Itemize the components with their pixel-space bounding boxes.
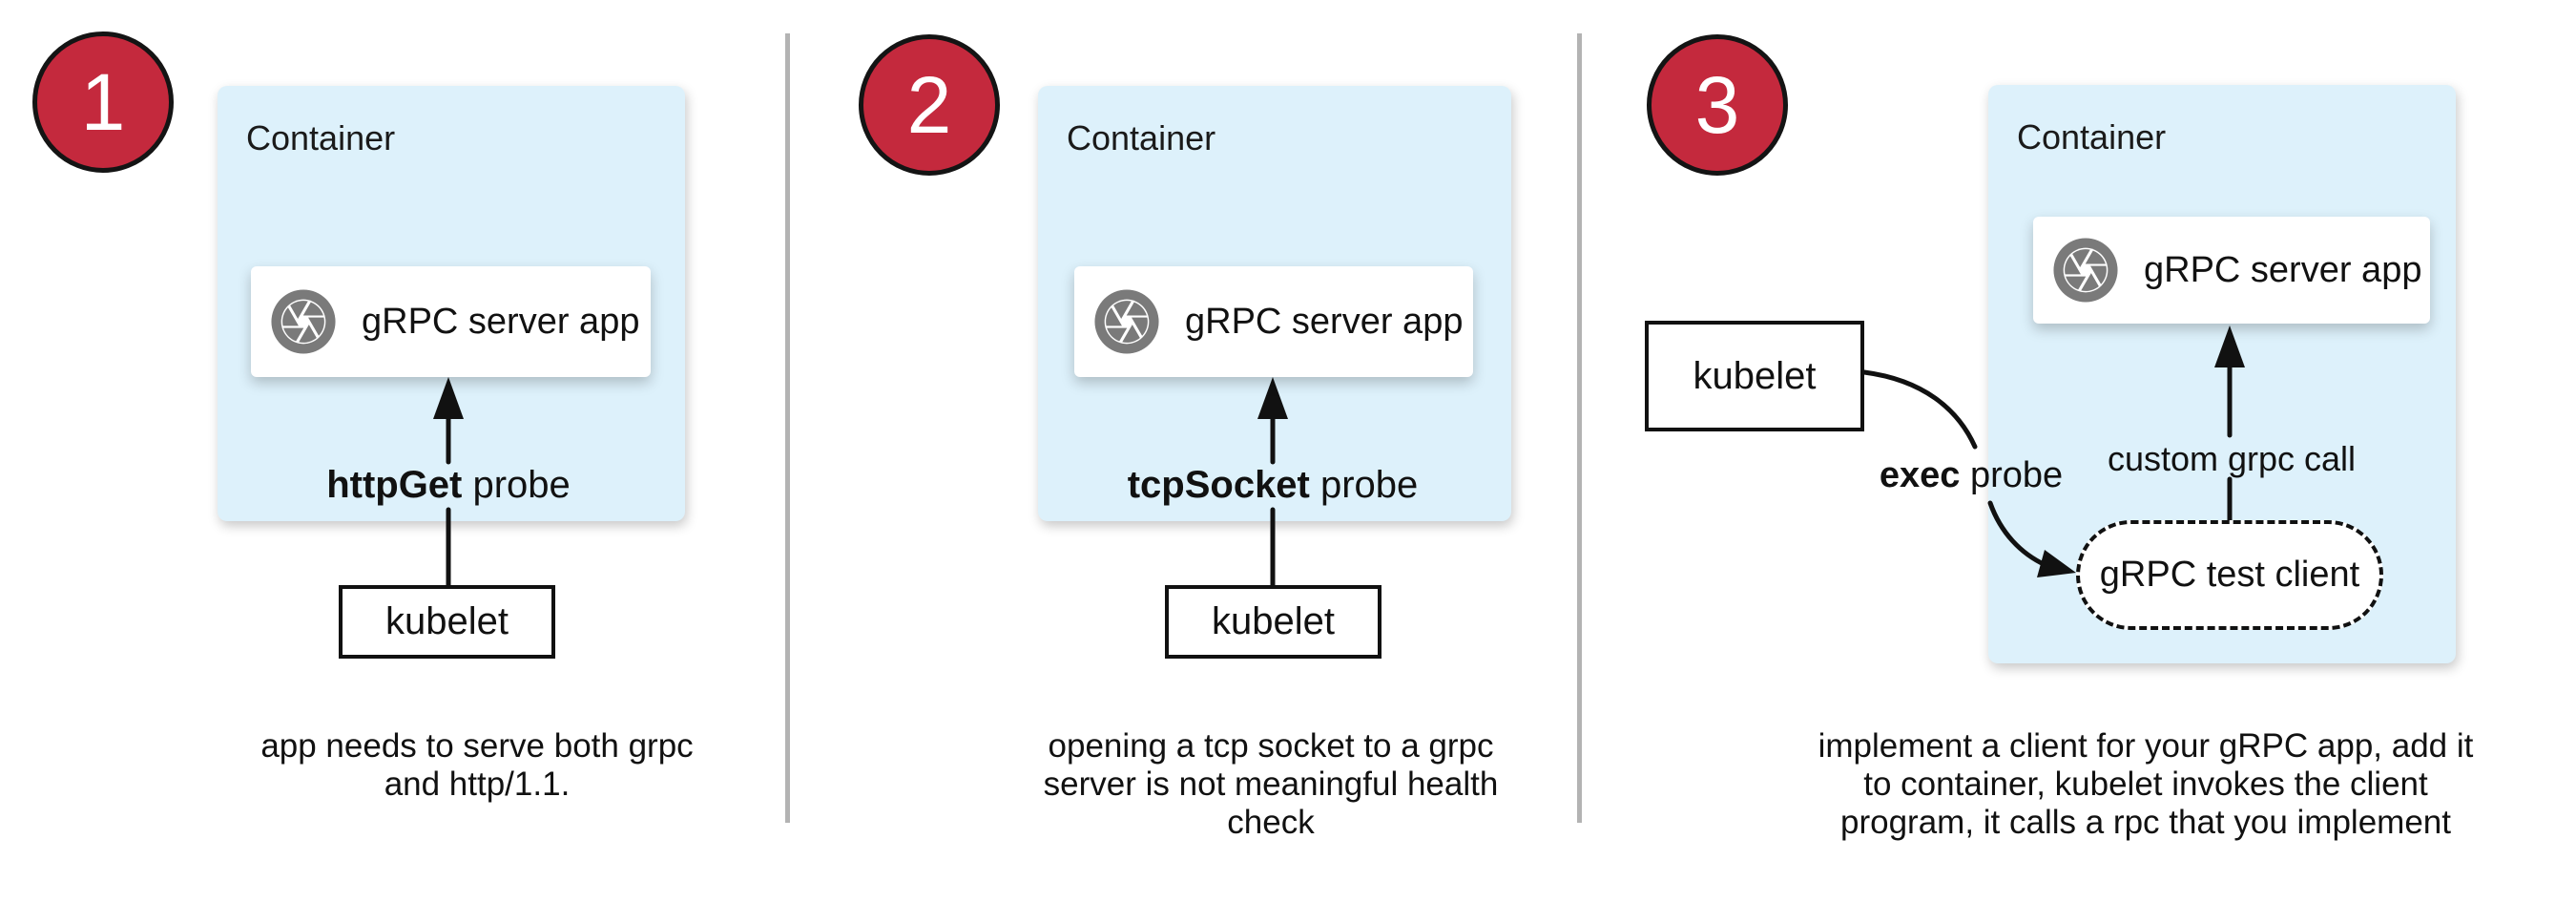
grpc-test-client-label: gRPC test client <box>2099 555 2360 595</box>
caption-line: app needs to serve both grpc <box>260 727 694 765</box>
probe-word: probe <box>1309 464 1419 506</box>
probe-type: httpGet <box>326 464 463 506</box>
caption-line: program, it calls a rpc that you impleme… <box>1840 804 2451 841</box>
caption-3: implement a client for your gRPC app, ad… <box>1802 727 2489 842</box>
step-badge-2: 2 <box>859 34 1000 176</box>
container-label: Container <box>246 118 396 157</box>
grpc-server-app-box-1: gRPC server app <box>251 266 651 377</box>
caption-line: check <box>1227 804 1315 841</box>
kubelet-box-3: kubelet <box>1645 321 1864 431</box>
kubelet-label: kubelet <box>1693 354 1817 397</box>
container-label: Container <box>2017 117 2167 157</box>
step-number: 1 <box>80 56 126 147</box>
caption-line: implement a client for your gRPC app, ad… <box>1818 727 2474 765</box>
aperture-icon <box>271 289 336 354</box>
tcpsocket-probe-label: tcpSocket probe <box>1034 464 1511 507</box>
step-number: 3 <box>1694 59 1740 150</box>
caption-line: opening a tcp socket to a grpc <box>1048 727 1494 765</box>
custom-grpc-call-label: custom grpc call <box>2107 439 2357 478</box>
grpc-server-app-label: gRPC server app <box>2144 249 2422 290</box>
panel-divider-2 <box>1577 33 1582 823</box>
panel-divider-1 <box>785 33 790 823</box>
aperture-icon <box>2053 238 2118 303</box>
caption-1: app needs to serve both grpc and http/1.… <box>134 727 821 804</box>
grpc-server-app-box-2: gRPC server app <box>1074 266 1473 377</box>
grpc-server-app-label: gRPC server app <box>1185 301 1464 342</box>
grpc-server-app-label: gRPC server app <box>362 301 640 342</box>
caption-line: and http/1.1. <box>384 766 571 803</box>
probe-type: exec <box>1879 455 1961 495</box>
exec-probe-curve-upper <box>1861 369 1978 450</box>
probe-type: tcpSocket <box>1127 464 1310 506</box>
step-badge-1: 1 <box>32 31 174 173</box>
kubelet-label: kubelet <box>1212 600 1335 642</box>
grpc-test-client-box: gRPC test client <box>2076 520 2383 630</box>
kubelet-box-1: kubelet <box>339 585 555 659</box>
httpget-probe-label: httpGet probe <box>210 464 687 507</box>
grpc-server-app-box-3: gRPC server app <box>2033 217 2430 324</box>
probe-word: probe <box>462 464 571 506</box>
caption-line: server is not meaningful health <box>1043 766 1499 803</box>
kubelet-label: kubelet <box>385 600 509 642</box>
caption-2: opening a tcp socket to a grpc server is… <box>927 727 1614 842</box>
step-badge-3: 3 <box>1647 34 1788 176</box>
container-label: Container <box>1067 118 1216 157</box>
kubelet-box-2: kubelet <box>1165 585 1381 659</box>
aperture-icon <box>1094 289 1159 354</box>
exec-probe-label: exec probe <box>1780 455 2162 496</box>
step-number: 2 <box>906 59 952 150</box>
probe-word: probe <box>1960 455 2064 495</box>
caption-line: to container, kubelet invokes the client <box>1863 766 2428 803</box>
